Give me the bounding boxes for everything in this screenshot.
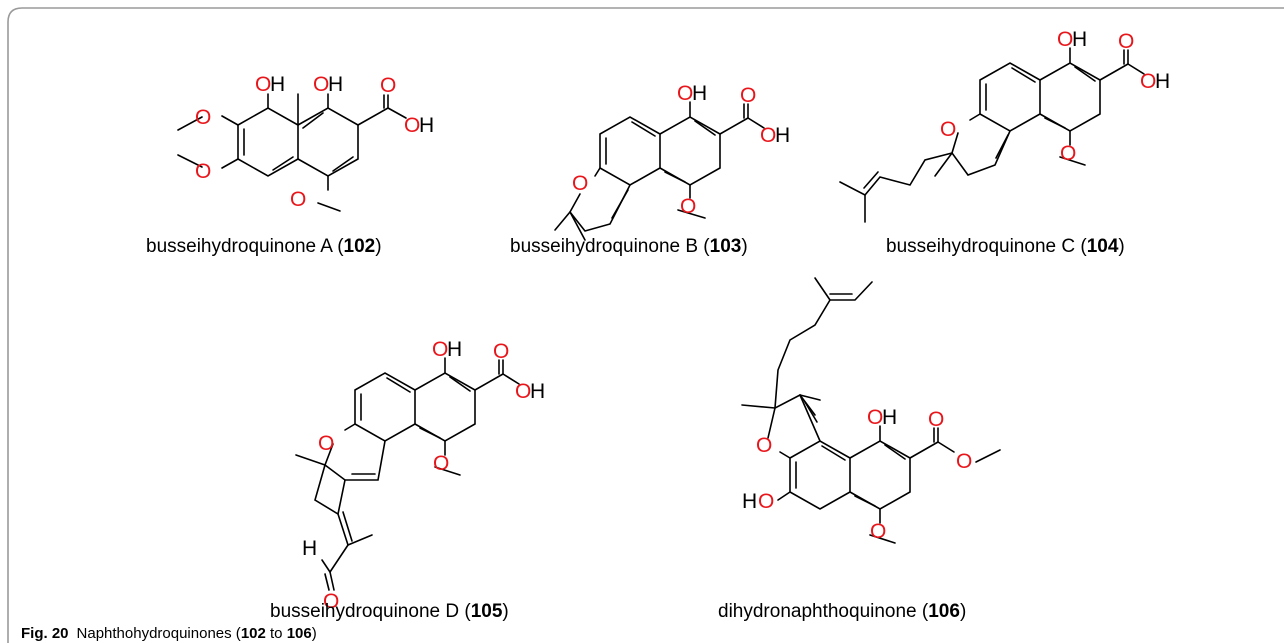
hydrogen-label: H xyxy=(270,73,285,96)
oxygen-label: O xyxy=(758,490,774,513)
hydrogen-label: H xyxy=(692,82,707,105)
hydrogen-label: H xyxy=(530,380,545,403)
hydrogen-label: H xyxy=(1072,28,1087,51)
compound-name-103: busseihydroquinone B (103) xyxy=(510,236,748,257)
structure-105 xyxy=(295,357,520,591)
oxygen-label: O xyxy=(515,380,531,403)
oxygen-label: O xyxy=(195,160,211,183)
structure-106 xyxy=(741,277,1001,544)
figure-frame xyxy=(7,7,1284,643)
hydrogen-label: H xyxy=(742,490,757,513)
hydrogen-label: H xyxy=(775,124,790,147)
compound-name-104: busseihydroquinone C (104) xyxy=(886,236,1125,257)
oxygen-label: O xyxy=(433,452,449,475)
oxygen-label: O xyxy=(313,73,329,96)
oxygen-label: O xyxy=(1118,30,1134,53)
hydrogen-label: H xyxy=(328,73,343,96)
oxygen-label: O xyxy=(572,172,588,195)
hydrogen-label: H xyxy=(302,537,317,560)
structure-102 xyxy=(177,93,407,212)
oxygen-label: O xyxy=(432,338,448,361)
oxygen-label: O xyxy=(290,188,306,211)
oxygen-label: O xyxy=(1140,70,1156,93)
oxygen-label: O xyxy=(493,340,509,363)
structure-103 xyxy=(554,101,765,241)
oxygen-label: O xyxy=(380,74,396,97)
compound-name-105: busseihydroquinone D (105) xyxy=(270,601,509,622)
oxygen-label: O xyxy=(1060,142,1076,165)
oxygen-label: O xyxy=(318,432,334,455)
oxygen-label: O xyxy=(956,450,972,473)
oxygen-label: O xyxy=(756,434,772,457)
oxygen-label: O xyxy=(404,114,420,137)
oxygen-label: O xyxy=(677,82,693,105)
oxygen-label: O xyxy=(740,84,756,107)
oxygen-label: O xyxy=(255,73,271,96)
compound-name-102: busseihydroquinone A (102) xyxy=(146,236,382,257)
oxygen-label: O xyxy=(870,520,886,543)
oxygen-label: O xyxy=(680,195,696,218)
hydrogen-label: H xyxy=(419,114,434,137)
compound-name-106: dihydronaphthoquinone (106) xyxy=(718,601,966,622)
oxygen-label: O xyxy=(1057,28,1073,51)
hydrogen-label: H xyxy=(447,338,462,361)
oxygen-label: O xyxy=(195,106,211,129)
oxygen-label: O xyxy=(323,590,339,613)
hydrogen-label: H xyxy=(882,406,897,429)
oxygen-label: O xyxy=(940,118,956,141)
oxygen-label: O xyxy=(760,124,776,147)
hydrogen-label: H xyxy=(1155,70,1170,93)
oxygen-label: O xyxy=(867,406,883,429)
structure-104 xyxy=(839,47,1145,223)
oxygen-label: O xyxy=(928,408,944,431)
